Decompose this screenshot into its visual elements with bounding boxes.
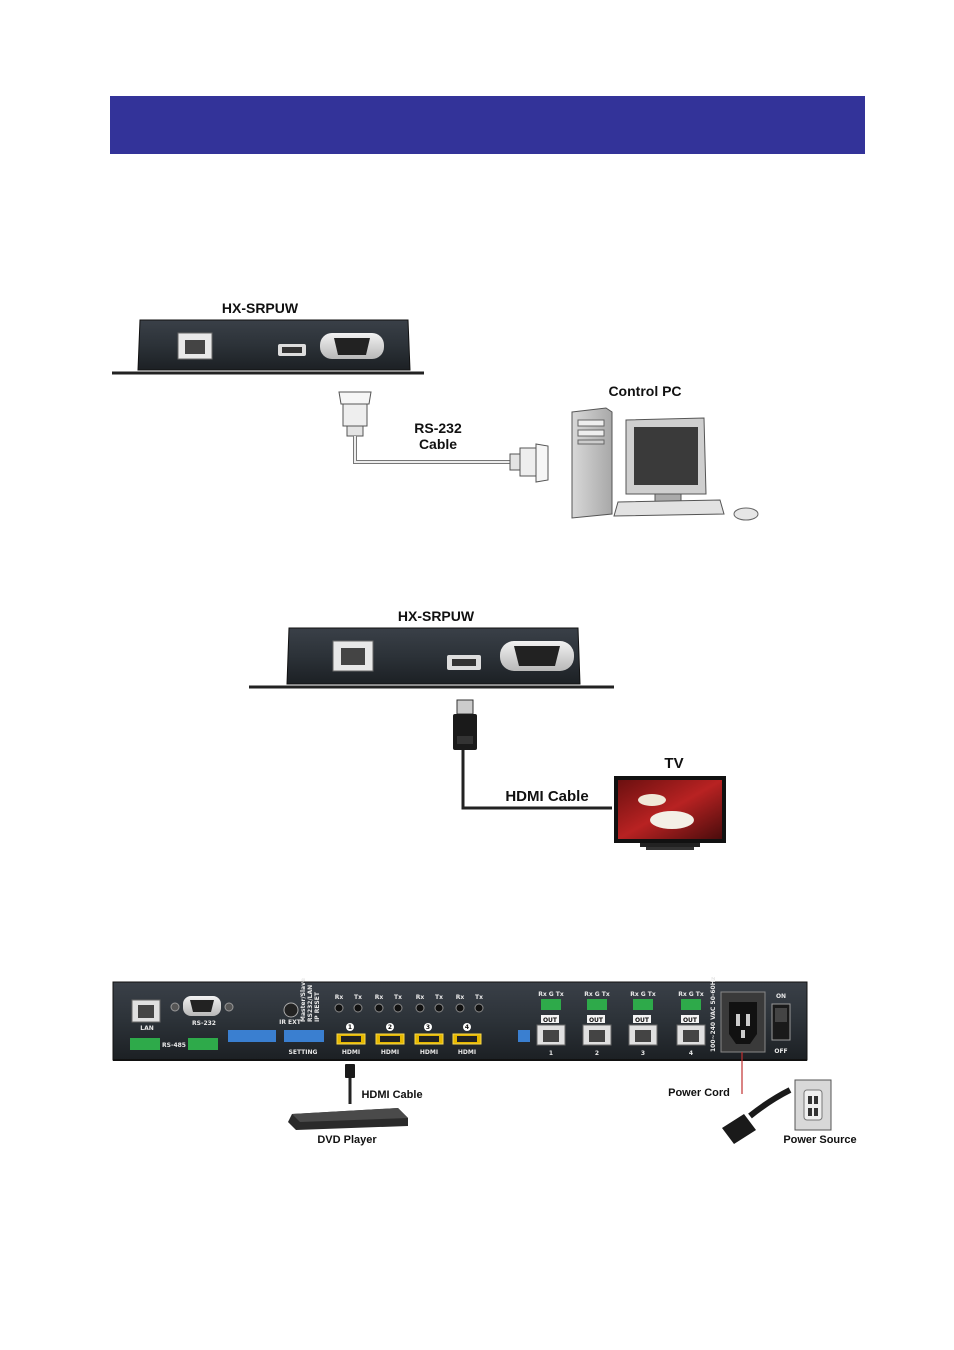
ir-jack-icon [434, 1003, 444, 1013]
dip-label-rs232-lan: RS232/LAN [307, 985, 314, 1022]
output-terminal-label: Rx G Tx [630, 991, 656, 998]
rs485-terminal-right [188, 1038, 218, 1050]
hdmi-cable-to-dvd [345, 1064, 355, 1104]
output-out-label: OUT [635, 1017, 650, 1024]
ir-jack-icon [374, 1003, 384, 1013]
diagram-hdmi-tv: HX-SRPUW HDMI Cable TV [249, 608, 726, 850]
output-number: 3 [641, 1050, 645, 1057]
dip-label-master-slave: Master/Slave [300, 978, 307, 1022]
output-number: 2 [595, 1050, 599, 1057]
tv-label: TV [664, 755, 683, 772]
output-dip-switch [518, 1030, 530, 1042]
power-rating-label: 100~240 VAC 50-60Hz [710, 976, 717, 1052]
hdmi-input-number: 3 [426, 1024, 430, 1031]
ir-jack-icon [334, 1003, 344, 1013]
ir-jack-icon [415, 1003, 425, 1013]
hdmi-input-label: HDMI [381, 1049, 399, 1056]
power-source-label: Power Source [783, 1134, 856, 1146]
diagram-rs232-control: HX-SRPUW RS-232 Cable Control PC [112, 300, 759, 521]
setting-dip-switch [284, 1030, 324, 1042]
output-number: 1 [549, 1050, 553, 1057]
ir-rx-label: Rx [416, 994, 425, 1001]
hx-srpuw-device-1 [112, 319, 424, 375]
rs485-terminal-left [130, 1038, 160, 1050]
dip-switch-bank-left [228, 1030, 276, 1042]
ir-jack-icon [474, 1003, 484, 1013]
diagram-matrix-rear-panel: LAN RS-232 RS-485 IR EXT SETTING Master/… [112, 976, 857, 1146]
ir-tx-label: Tx [394, 994, 402, 1001]
output-terminal-label: Rx G Tx [538, 991, 564, 998]
hdmi-input-number: 1 [348, 1024, 352, 1031]
lan-label: LAN [140, 1025, 154, 1032]
power-cord-label: Power Cord [668, 1087, 730, 1099]
hdmi-input-2: 2 HDMI [375, 1023, 405, 1056]
power-outlet-icon [794, 1079, 832, 1131]
hdmi-cable-label: HDMI Cable [505, 788, 588, 805]
output-number: 4 [689, 1050, 693, 1057]
switch-off-label: OFF [774, 1048, 787, 1055]
setting-label: SETTING [289, 1049, 318, 1056]
dvd-player-label: DVD Player [317, 1134, 377, 1146]
ir-rx-label: Rx [456, 994, 465, 1001]
ir-tx-label: Tx [475, 994, 483, 1001]
output-terminal-label: Rx G Tx [678, 991, 704, 998]
dvd-player-icon [288, 1108, 408, 1130]
ir-rx-label: Rx [335, 994, 344, 1001]
control-pc-icon [571, 407, 759, 521]
hx-srpuw-device-2 [249, 627, 614, 689]
rs485-label: RS-485 [162, 1042, 186, 1049]
output-1: Rx G Tx OUT 1 [536, 991, 566, 1057]
ir-tx-label: Tx [435, 994, 443, 1001]
ir-ext-jack-icon [283, 1002, 299, 1018]
hdmi-cable-label-3: HDMI Cable [361, 1089, 422, 1101]
cable-label-rs232: RS-232 [414, 420, 462, 436]
ir-jack-icon [455, 1003, 465, 1013]
hdmi-cable-plug [453, 699, 612, 810]
ir-jack-icon [393, 1003, 403, 1013]
output-3: Rx G Tx OUT 3 [628, 991, 658, 1057]
ir-rx-label: Rx [375, 994, 384, 1001]
dip-label-ip-reset: IP RESET [314, 991, 321, 1022]
hdmi-input-label: HDMI [342, 1049, 360, 1056]
ir-jack-icon [353, 1003, 363, 1013]
control-pc-label: Control PC [608, 383, 681, 399]
rs232-label: RS-232 [192, 1020, 216, 1027]
output-2: Rx G Tx OUT 2 [582, 991, 612, 1057]
output-out-label: OUT [543, 1017, 558, 1024]
hdmi-input-number: 2 [388, 1024, 392, 1031]
hdmi-input-label: HDMI [420, 1049, 438, 1056]
device-label-2: HX-SRPUW [398, 608, 475, 624]
ir-ext-label: IR EXT [279, 1019, 302, 1026]
tv-icon [614, 776, 726, 850]
hdmi-input-number: 4 [465, 1024, 469, 1031]
hdmi-input-4: 4 HDMI [452, 1023, 482, 1056]
device-label-1: HX-SRPUW [222, 300, 299, 316]
hdmi-input-1: 1 HDMI [336, 1023, 366, 1056]
power-cord-icon [722, 1087, 792, 1144]
cable-label-cable: Cable [419, 436, 457, 452]
output-out-label: OUT [589, 1017, 604, 1024]
switch-on-label: ON [776, 993, 786, 1000]
output-terminal-label: Rx G Tx [584, 991, 610, 998]
hdmi-input-label: HDMI [458, 1049, 476, 1056]
output-out-label: OUT [683, 1017, 698, 1024]
section-header-banner [110, 96, 865, 154]
output-4: Rx G Tx OUT 4 [676, 991, 706, 1057]
ir-tx-label: Tx [354, 994, 362, 1001]
hdmi-input-3: 3 HDMI [414, 1023, 444, 1056]
rs232-cable [338, 391, 549, 483]
